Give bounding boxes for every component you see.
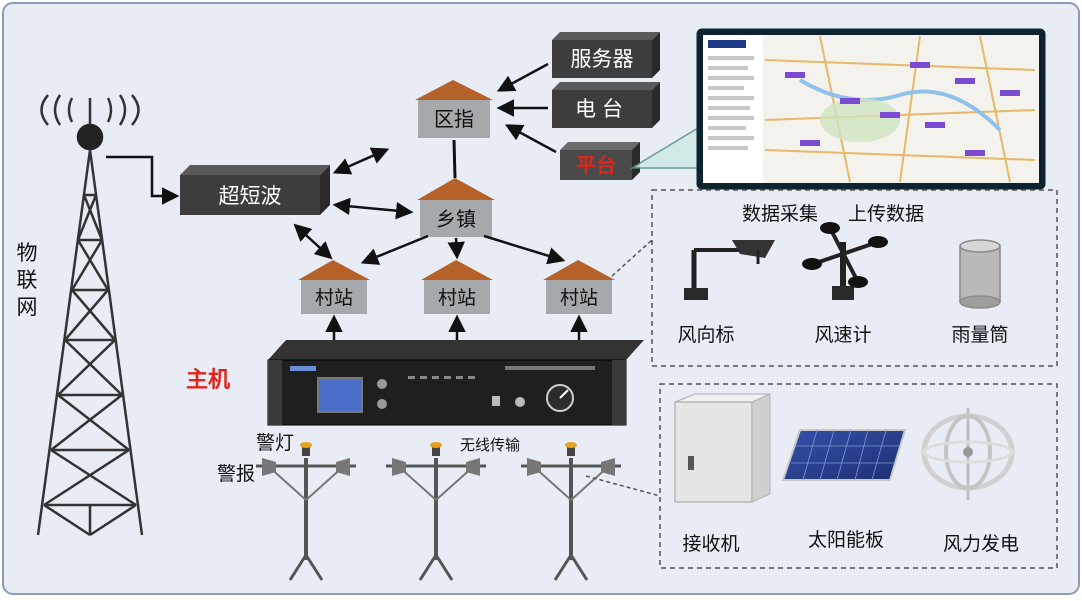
upload-data-label: 上传数据 — [848, 203, 924, 225]
warning-light-label: 警灯 — [256, 432, 294, 454]
district-label: 区指 — [434, 107, 474, 131]
township-village3-arrow — [483, 234, 566, 265]
power-connector — [585, 475, 661, 497]
anemometer-label: 风速计 — [814, 324, 871, 346]
server-box: 服务器 — [552, 32, 660, 78]
iot-label-char: 网 — [17, 295, 38, 319]
village-label: 村站 — [560, 287, 598, 309]
solar-panel-label: 太阳能板 — [808, 529, 884, 551]
warning-speaker-label: 警报 — [217, 463, 255, 485]
anemometer-icon — [802, 222, 888, 300]
district-township-link — [452, 139, 457, 179]
village-label: 村站 — [315, 287, 353, 309]
township-village2-arrow — [447, 237, 465, 260]
warning-pole-icon — [521, 442, 621, 581]
district-node: 区指 — [415, 80, 493, 138]
vhf-district-arrow — [332, 147, 390, 175]
village-node: 村站 — [298, 260, 370, 314]
platform-box: 平台 — [560, 142, 640, 180]
township-node: 乡镇 — [417, 178, 495, 237]
iot-label-char: 联 — [17, 268, 38, 292]
vhf-box: 超短波 — [180, 165, 330, 215]
sensor-group-box — [651, 189, 1058, 367]
tower-to-vhf-arrow — [106, 155, 180, 205]
radio-box: 电台 — [552, 82, 660, 128]
village-node: 村站 — [543, 260, 615, 314]
iot-label: 物 联 网 — [17, 241, 38, 319]
power-group-box — [659, 383, 1058, 569]
radio-label: 电台 — [575, 97, 629, 121]
iot-label-char: 物 — [17, 241, 38, 265]
township-village1-arrow — [360, 234, 429, 265]
platform-screen — [629, 28, 1046, 190]
host-label: 主机 — [186, 368, 230, 393]
wind-turbine-icon — [921, 408, 1015, 500]
township-label: 乡镇 — [436, 207, 476, 231]
vhf-village-arrow — [293, 223, 333, 260]
server-label: 服务器 — [571, 47, 634, 71]
vhf-township-arrow — [332, 197, 414, 220]
village-node: 村站 — [421, 260, 493, 314]
server-to-district-arrow — [496, 62, 549, 92]
rain-gauge-label: 雨量筒 — [951, 324, 1008, 346]
wireless-label: 无线传输 — [460, 436, 520, 454]
receiver-label: 接收机 — [682, 533, 739, 555]
network-arrows — [293, 62, 588, 342]
solar-panel-icon — [781, 429, 907, 481]
rain-gauge-icon — [959, 239, 1001, 309]
platform-label: 平台 — [576, 153, 616, 177]
data-collect-label: 数据采集 — [742, 203, 818, 225]
wind-power-label: 风力发电 — [943, 533, 1019, 555]
map-markers — [785, 62, 1020, 156]
warning-pole-icon — [386, 442, 486, 581]
sensor-connector — [611, 239, 653, 277]
wind-vane-icon — [684, 240, 775, 300]
platform-to-district-arrow — [504, 124, 557, 154]
receiver-cabinet-icon — [674, 393, 771, 503]
village-label: 村站 — [438, 287, 476, 309]
app-logo-icon — [708, 40, 746, 48]
wind-vane-label: 风向标 — [677, 324, 734, 346]
host-screen — [317, 377, 363, 413]
host-device — [267, 340, 644, 426]
warning-pole-icon — [256, 442, 356, 581]
vhf-label: 超短波 — [219, 184, 282, 208]
tower-icon — [36, 94, 144, 537]
